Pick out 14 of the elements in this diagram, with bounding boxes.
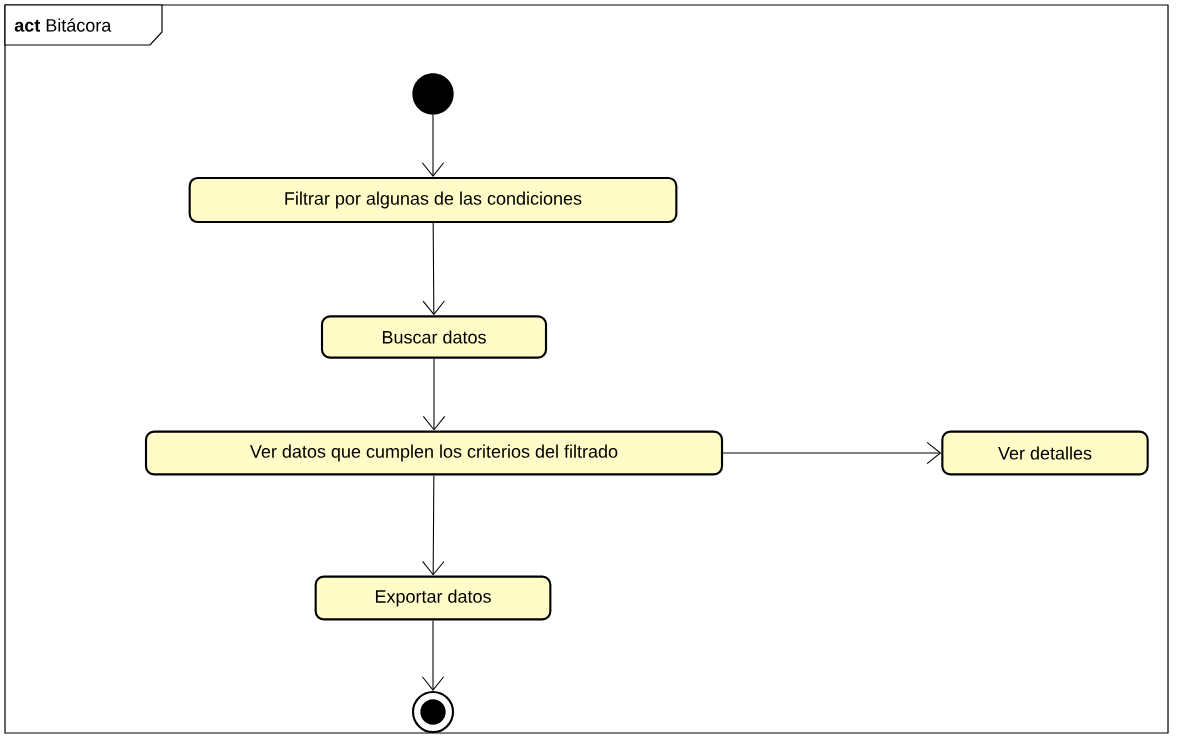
action-box: Exportar datos	[314, 575, 552, 621]
action-box: Ver detalles	[941, 430, 1149, 476]
arrow	[421, 619, 445, 691]
arrow	[422, 222, 445, 316]
initial-node	[412, 73, 454, 115]
action-box: Buscar datos	[320, 315, 548, 359]
arrow	[422, 358, 446, 431]
arrow	[421, 114, 445, 177]
action-box: Filtrar por algunas de las condiciones	[188, 176, 678, 224]
action-box: Ver datos que cumplen los criterios del filtrado	[144, 430, 724, 476]
final-node	[411, 690, 455, 734]
arrow	[422, 474, 445, 576]
arrow	[722, 441, 942, 465]
frame-title-tab: act Bitácora	[4, 4, 163, 46]
